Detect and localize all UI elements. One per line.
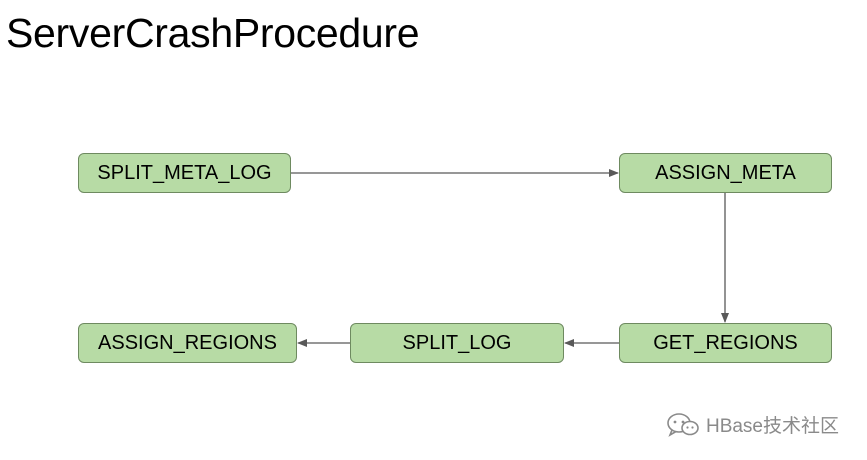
page-title: ServerCrashProcedure	[6, 10, 420, 56]
node-assign-meta: ASSIGN_META	[619, 153, 832, 193]
node-assign-regions: ASSIGN_REGIONS	[78, 323, 297, 363]
watermark: HBase技术社区	[666, 411, 839, 438]
node-split-log: SPLIT_LOG	[350, 323, 564, 363]
watermark-text: HBase技术社区	[705, 416, 839, 437]
wechat-icon	[666, 412, 700, 438]
node-split-meta-log: SPLIT_META_LOG	[78, 153, 291, 193]
node-get-regions: GET_REGIONS	[619, 323, 832, 363]
